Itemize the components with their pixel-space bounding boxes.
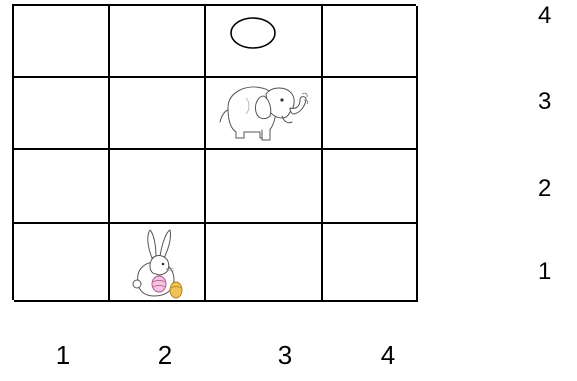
row-label-3: 3: [538, 88, 568, 116]
column-label-2: 2: [150, 340, 180, 370]
grid-cell-c2-r3: [110, 78, 206, 150]
row-label-4: 4: [538, 2, 568, 30]
grid-cell-c4-r1: [323, 224, 418, 302]
grid-cell-c3-r4: [206, 6, 323, 78]
grid-cell-c1-r1: [14, 224, 110, 302]
grid-cell-c4-r4: [323, 6, 418, 78]
oval-icon: [206, 6, 323, 78]
grid-cell-c3-r1: [206, 224, 323, 302]
grid-cell-c1-r2: [14, 150, 110, 224]
grid-cell-c4-r2: [323, 150, 418, 224]
coordinate-grid: [12, 4, 416, 300]
row-label-2: 2: [538, 175, 568, 203]
grid-cell-c1-r4: [14, 6, 110, 78]
grid-cell-c1-r3: [14, 78, 110, 150]
grid-cell-c3-r3: [206, 78, 323, 150]
column-label-3: 3: [270, 340, 300, 370]
grid-cell-c3-r2: [206, 150, 323, 224]
grid-cell-c2-r2: [110, 150, 206, 224]
column-label-1: 1: [48, 340, 78, 370]
grid-cell-c2-r1: [110, 224, 206, 302]
grid-cell-c2-r4: [110, 6, 206, 78]
elephant-icon: [206, 78, 323, 150]
grid-cell-c4-r3: [323, 78, 418, 150]
rabbit-icon: [110, 224, 206, 302]
column-label-4: 4: [373, 340, 403, 370]
row-label-1: 1: [538, 258, 568, 286]
